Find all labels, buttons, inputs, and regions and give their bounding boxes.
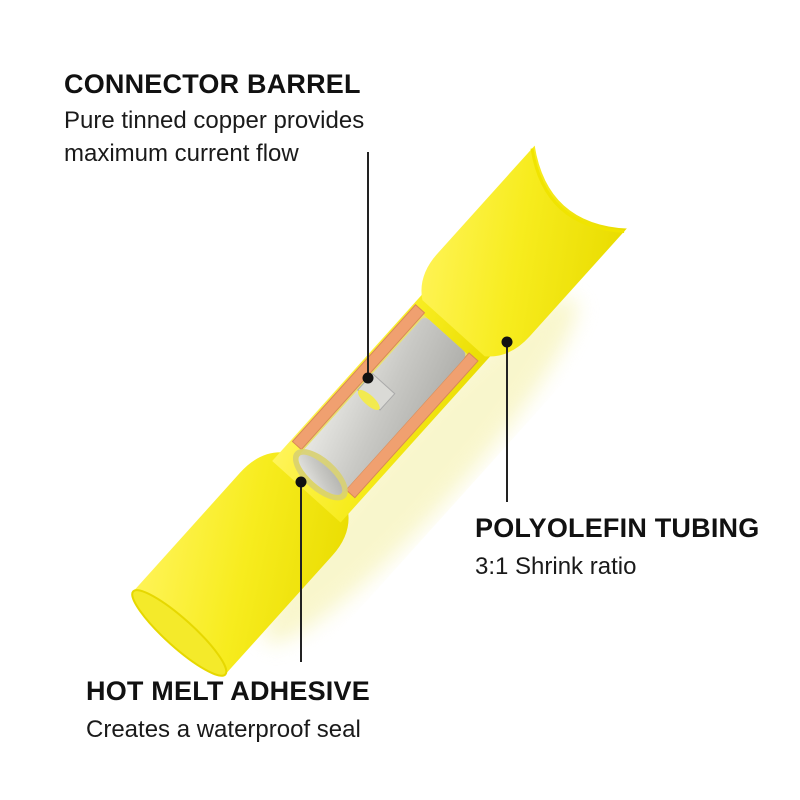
callout-polyolefin-tubing: POLYOLEFIN TUBING 3:1 Shrink ratio <box>475 512 759 583</box>
callout-desc: Creates a waterproof seal <box>86 716 361 743</box>
callout-title: CONNECTOR BARREL <box>64 69 361 99</box>
callout-desc: 3:1 Shrink ratio <box>475 553 637 580</box>
leader-dot-barrel <box>362 372 374 384</box>
callout-desc: maximum current flow <box>64 140 299 167</box>
callout-connector-barrel: CONNECTOR BARREL Pure tinned copper prov… <box>64 68 364 170</box>
callout-hot-melt-adhesive: HOT MELT ADHESIVE Creates a waterproof s… <box>86 675 370 746</box>
callout-title: POLYOLEFIN TUBING <box>475 513 760 543</box>
adhesive-strip-top <box>291 304 426 451</box>
callout-desc: Pure tinned copper provides <box>64 107 365 134</box>
leader-dot-tubing <box>501 336 513 348</box>
tubing-lower-end <box>133 452 349 675</box>
callout-title: HOT MELT ADHESIVE <box>86 676 370 706</box>
leader-dot-adhesive <box>295 476 307 488</box>
